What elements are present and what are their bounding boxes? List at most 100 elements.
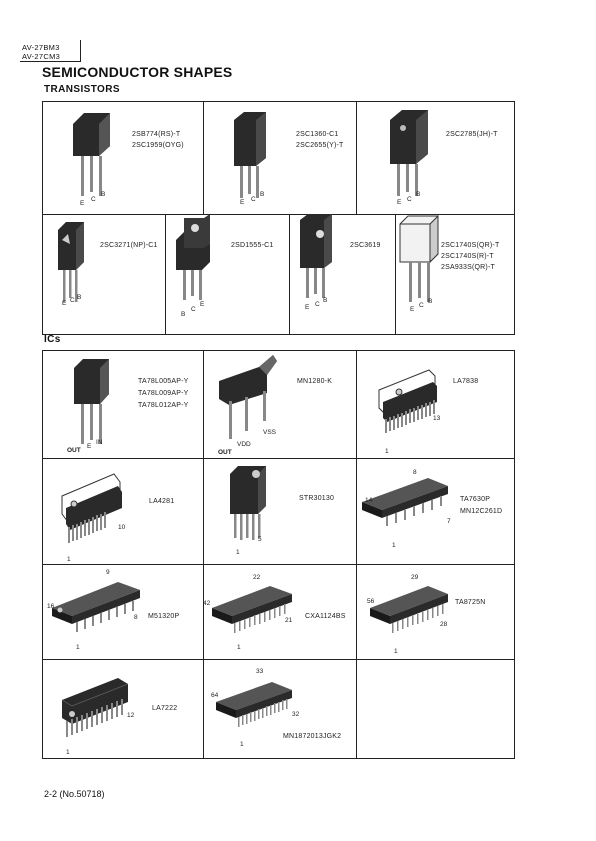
pin-label: E — [397, 199, 402, 206]
pin-label: B — [323, 297, 328, 304]
pin-label: 9 — [106, 569, 110, 576]
part-number: 2SC2655(Y)-T — [296, 142, 344, 149]
grid-line — [356, 102, 357, 214]
to92-transistor-icon — [73, 113, 110, 196]
pin-label: E — [87, 443, 92, 450]
model-line-2: AV-27CM3 — [22, 52, 61, 61]
header-rule — [20, 61, 80, 62]
pin-label: 28 — [440, 621, 448, 628]
pin-label: B — [101, 191, 106, 198]
part-number: MN1280-K — [297, 378, 333, 385]
pin-label: 1 — [76, 644, 80, 651]
pin-label: E — [305, 304, 310, 311]
pin-label: 1 — [237, 644, 241, 651]
page-footer: 2-2 (No.50718) — [44, 789, 105, 799]
part-number: TA7630P — [460, 496, 491, 503]
part-number: 2SC2785(JH)-T — [446, 131, 498, 138]
pin-label: E — [62, 300, 67, 307]
pin-label: 33 — [256, 668, 264, 675]
pin-label: IN — [96, 439, 103, 446]
pin-label: E — [240, 199, 245, 206]
pin-label: 1 — [67, 556, 71, 563]
pin-label: 1 — [66, 749, 70, 756]
part-number: 2SA933S(QR)-T — [441, 264, 495, 271]
pin-label: C — [91, 196, 96, 203]
pin-label: 7 — [447, 518, 451, 525]
part-number: TA78L009AP-Y — [138, 390, 189, 397]
model-line-1: AV-27BM3 — [22, 43, 60, 52]
pin-label: C — [251, 196, 256, 203]
pin-label: 1 — [236, 549, 240, 556]
model-header: AV-27BM3 AV-27CM3 — [22, 43, 60, 61]
to126-transistor-icon — [399, 214, 439, 302]
pin-label: E — [410, 306, 415, 313]
pin-label: 13 — [433, 415, 441, 422]
pin-label: C — [70, 297, 75, 304]
grid-line — [395, 214, 396, 334]
grid-line — [203, 351, 204, 758]
pin-label: B — [77, 294, 82, 301]
part-number: LA7222 — [152, 705, 178, 712]
pin-label: B — [416, 191, 421, 198]
grid-line — [43, 659, 514, 660]
part-number: 2SC3271(NP)-C1 — [100, 242, 158, 249]
page-title: SEMICONDUCTOR SHAPES — [42, 64, 233, 80]
section-ics: ICs — [44, 334, 61, 345]
pin-label: 22 — [253, 574, 261, 581]
part-number: 2SC1360-C1 — [296, 131, 339, 138]
transistor-grid — [42, 101, 515, 335]
pin-label: B — [428, 298, 433, 305]
grid-line — [43, 458, 514, 459]
grid-line — [356, 351, 357, 758]
part-number: MN12C261D — [460, 508, 503, 515]
part-number: 2SB774(RS)-T — [132, 131, 181, 138]
power-transistor-icon — [176, 214, 210, 300]
part-number: LA7838 — [453, 378, 479, 385]
part-number: TA78L012AP-Y — [138, 402, 189, 409]
grid-line — [289, 214, 290, 334]
pin-label: 8 — [413, 469, 417, 476]
pin-label: 29 — [411, 574, 419, 581]
part-number: TA78L005AP-Y — [138, 378, 189, 385]
pin-label: 64 — [211, 692, 219, 699]
pin-label: OUT — [67, 447, 81, 454]
ic-grid — [42, 350, 515, 759]
part-number: CXA1124BS — [305, 613, 346, 620]
part-number: 2SD1555-C1 — [231, 242, 274, 249]
pin-label: VSS — [263, 429, 277, 436]
part-number: TA8725N — [455, 599, 486, 606]
header-vertical-rule — [80, 40, 81, 62]
pin-label: 32 — [292, 711, 300, 718]
pin-label: 42 — [203, 600, 211, 607]
dip-ic-icon — [370, 586, 448, 633]
power-ic-icon — [230, 466, 266, 540]
pin-label: E — [200, 301, 205, 308]
pin-label: B — [181, 311, 186, 318]
part-number: STR30130 — [299, 495, 335, 502]
to220-transistor-icon — [234, 112, 266, 198]
pin-label: C — [315, 301, 320, 308]
part-number: 2SC1959(OYG) — [132, 142, 184, 149]
part-number: MN1872013JGK2 — [283, 733, 342, 740]
power-ic-icon — [219, 355, 277, 439]
pin-label: 1 — [385, 448, 389, 455]
sip-ic-icon — [61, 678, 129, 737]
pin-label: 5 — [258, 536, 262, 543]
pin-label: B — [260, 191, 265, 198]
pin-label: C — [407, 196, 412, 203]
pin-label: VDD — [237, 441, 251, 448]
pin-label: C — [191, 306, 196, 313]
part-number: 2SC3619 — [350, 242, 381, 249]
grid-line — [203, 102, 204, 214]
grid-line — [43, 214, 514, 215]
part-number: M51320P — [148, 613, 180, 620]
pin-label: 1 — [240, 741, 244, 748]
dip-ic-icon — [212, 586, 292, 633]
part-number: LA4281 — [149, 498, 175, 505]
to220-transistor-icon — [390, 110, 428, 196]
pin-label: 21 — [285, 617, 293, 624]
grid-line — [165, 214, 166, 334]
sip-ic-icon — [378, 369, 437, 433]
power-transistor-icon — [58, 222, 84, 302]
part-number: 2SC1740S(R)-T — [441, 253, 494, 260]
